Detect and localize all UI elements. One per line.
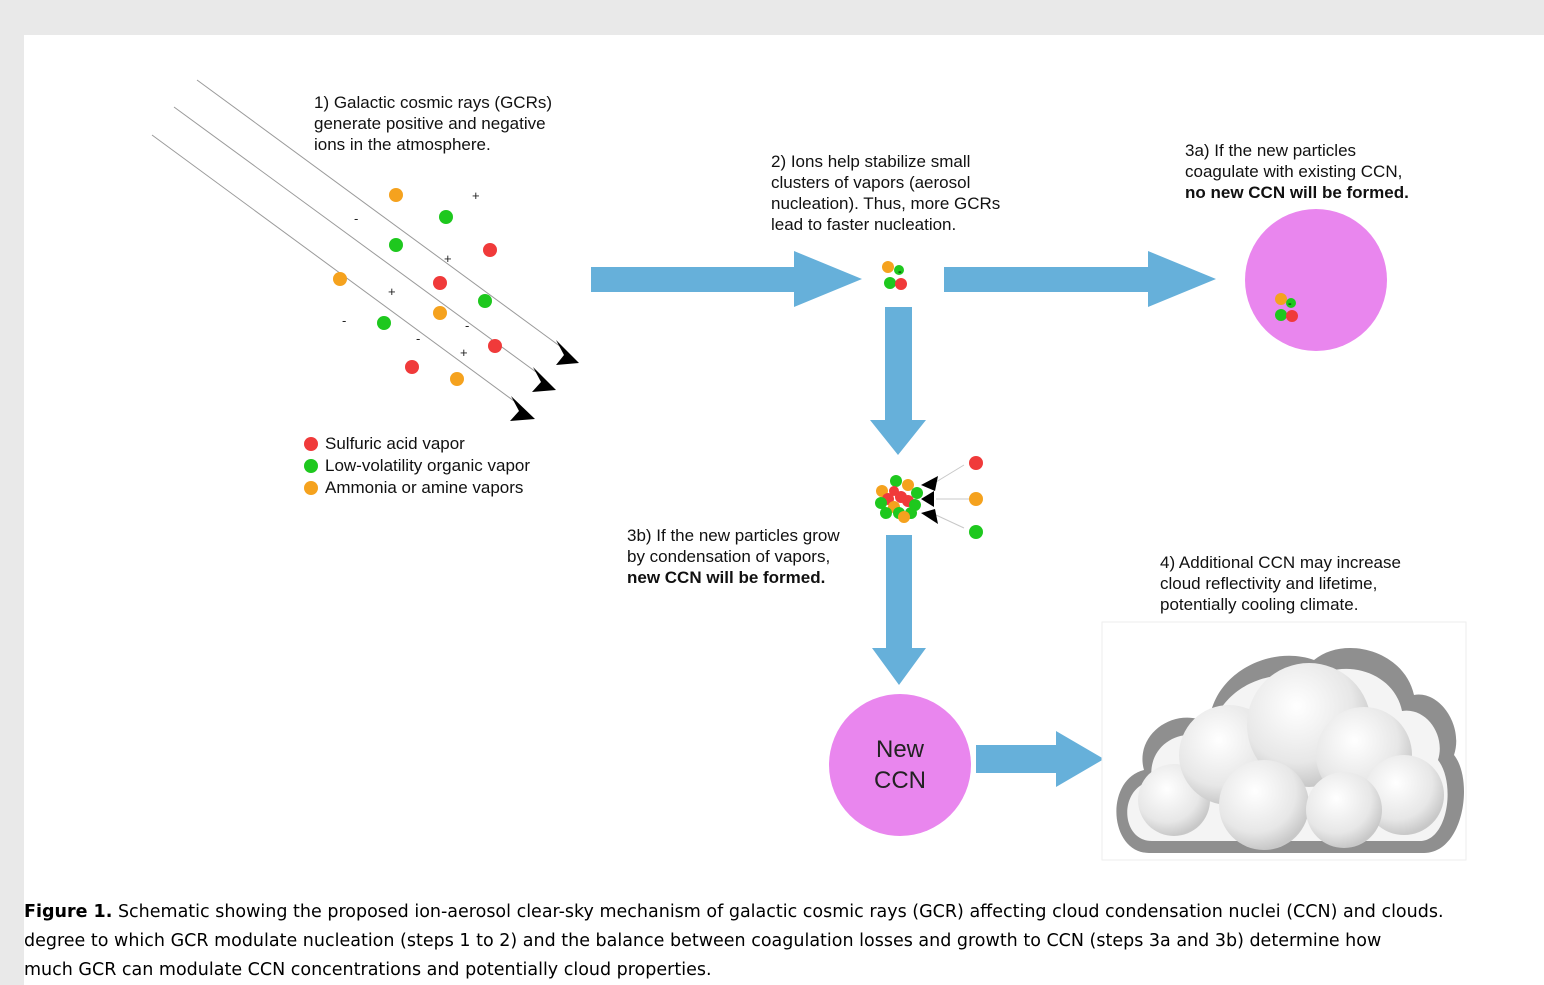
sulfuric-molecule	[483, 243, 497, 257]
arrow-to-coagulation	[944, 251, 1216, 307]
cosmic-ray-lines	[151, 79, 562, 402]
figure-panel: - -	[24, 35, 1544, 985]
step1-label: 1) Galactic cosmic rays (GCRs)generate p…	[314, 93, 553, 154]
positive-ion: +	[460, 345, 468, 360]
svg-text:-: -	[1288, 298, 1292, 310]
mechanism-diagram: - -	[151, 79, 1467, 861]
arrowhead-icon	[510, 396, 535, 421]
vapor-molecules	[333, 188, 502, 386]
condensation-arrows	[921, 456, 983, 539]
legend-item-ammonia: Ammonia or amine vapors	[304, 477, 530, 499]
figure-caption: Figure 1. Schematic showing the proposed…	[24, 898, 1544, 985]
ammonia-molecule	[333, 272, 347, 286]
sulfuric-swatch	[304, 437, 318, 451]
sulfuric-molecule	[969, 456, 983, 470]
caption-lead: Figure 1.	[24, 902, 113, 922]
positive-ion: +	[472, 188, 480, 203]
arrowhead-icon	[921, 476, 938, 491]
caption-line1: Schematic showing the proposed ion-aeros…	[117, 902, 1444, 922]
arrow-down-to-ccn	[872, 535, 926, 685]
organic-molecule	[478, 294, 492, 308]
arrowhead-icon	[921, 491, 934, 507]
arrow-to-nucleation	[591, 251, 862, 307]
legend: Sulfuric acid vapor Low-volatility organ…	[304, 433, 530, 499]
positive-ion: +	[388, 284, 396, 299]
legend-item-sulfuric: Sulfuric acid vapor	[304, 433, 530, 455]
arrow-down-to-growth	[870, 307, 926, 455]
cosmic-ray-arrowheads	[510, 340, 579, 421]
ammonia-molecule	[969, 492, 983, 506]
positive-ion: +	[444, 251, 452, 266]
organic-molecule	[439, 210, 453, 224]
negative-ion: -	[354, 211, 359, 226]
ammonia-molecule	[389, 188, 403, 202]
nucleation-cluster: -	[882, 261, 907, 290]
cloud-icon	[1101, 621, 1467, 861]
negative-ion: -	[465, 318, 470, 333]
organic-molecule	[377, 316, 391, 330]
caption-line2: degree to which GCR modulate nucleation …	[24, 931, 1382, 951]
legend-item-organic: Low-volatility organic vapor	[304, 455, 530, 477]
arrowhead-icon	[556, 340, 579, 365]
new-ccn-particle	[829, 694, 971, 836]
ammonia-molecule	[450, 372, 464, 386]
negative-ion: -	[416, 331, 421, 346]
process-arrows	[591, 251, 1216, 787]
organic-molecule	[389, 238, 403, 252]
organic-swatch	[304, 459, 318, 473]
ammonia-molecule	[433, 306, 447, 320]
growing-cluster	[875, 475, 923, 523]
svg-text:-: -	[898, 266, 902, 278]
existing-ccn: -	[1245, 209, 1387, 351]
negative-ion: -	[342, 313, 347, 328]
sulfuric-molecule	[405, 360, 419, 374]
ammonia-swatch	[304, 481, 318, 495]
arrow-to-cloud	[976, 731, 1104, 787]
ccn-particle	[1245, 209, 1387, 351]
sulfuric-molecule	[488, 339, 502, 353]
arrowhead-icon	[532, 367, 556, 392]
organic-molecule	[969, 525, 983, 539]
arrowhead-icon	[921, 509, 938, 524]
caption-line3: much GCR can modulate CCN concentrations…	[24, 960, 712, 980]
sulfuric-molecule	[433, 276, 447, 290]
